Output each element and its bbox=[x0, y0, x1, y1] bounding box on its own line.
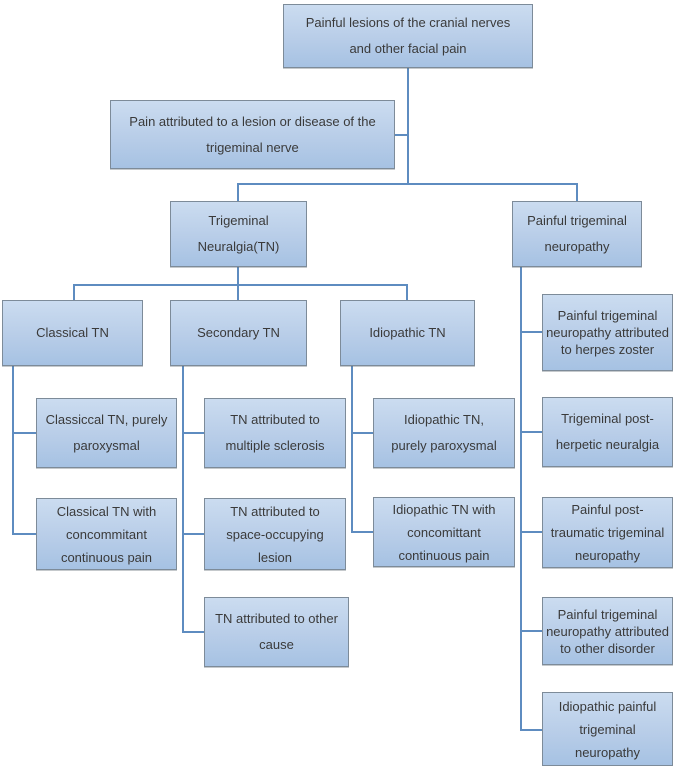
connector-i1-stub bbox=[351, 432, 373, 434]
node-painful-trigeminal-neuropathy-label: Painful trigeminal neuropathy bbox=[527, 213, 627, 254]
node-root: Painful lesions of the cranial nerves an… bbox=[283, 4, 533, 68]
node-classical-tn-label: Classical TN bbox=[36, 325, 109, 340]
connector-classical-trunk bbox=[12, 366, 14, 535]
node-ptn-idiopathic-label: Idiopathic painful trigeminal neuropathy bbox=[558, 698, 657, 760]
node-secondary-other-cause: TN attributed to other cause bbox=[204, 597, 349, 667]
connector-r2-stub bbox=[520, 431, 542, 433]
connector-idiopathic-trunk bbox=[351, 366, 353, 533]
node-classical-continuous: Classical TN with concommitant continuou… bbox=[36, 498, 177, 570]
connector-classical-drop bbox=[73, 284, 75, 300]
node-secondary-space-occupying-label: TN attributed to space-occupying lesion bbox=[226, 503, 324, 565]
connector-c2-stub bbox=[12, 533, 36, 535]
node-secondary-other-cause-label: TN attributed to other cause bbox=[215, 611, 338, 652]
node-idiopathic-tn: Idiopathic TN bbox=[340, 300, 475, 366]
node-idiopathic-continuous: Idiopathic TN with concomittant continuo… bbox=[373, 497, 515, 567]
node-trigeminal-lesion: Pain attributed to a lesion or disease o… bbox=[110, 100, 395, 169]
node-painful-trigeminal-neuropathy: Painful trigeminal neuropathy bbox=[512, 201, 642, 267]
connector-secondary-drop bbox=[237, 284, 239, 300]
connector-root-trunk bbox=[407, 68, 409, 185]
node-idiopathic-paroxysmal-label: Idiopathic TN, purely paroxysmal bbox=[391, 412, 497, 453]
node-ptn-posttraumatic: Painful post-traumatic trigeminal neurop… bbox=[542, 497, 673, 568]
connector-ptn-drop bbox=[576, 183, 578, 201]
connector-level4-horizontal bbox=[73, 284, 408, 286]
node-secondary-space-occupying: TN attributed to space-occupying lesion bbox=[204, 498, 346, 570]
node-ptn-idiopathic: Idiopathic painful trigeminal neuropathy bbox=[542, 692, 673, 766]
node-trigeminal-neuralgia-label: Trigeminal Neuralgia(TN) bbox=[197, 213, 280, 254]
connector-r3-stub bbox=[520, 531, 542, 533]
connector-i2-stub bbox=[351, 531, 373, 533]
connector-r4-stub bbox=[520, 630, 542, 632]
node-idiopathic-paroxysmal: Idiopathic TN, purely paroxysmal bbox=[373, 398, 515, 468]
node-classical-tn: Classical TN bbox=[2, 300, 143, 366]
connector-tn-down bbox=[237, 267, 239, 284]
node-ptn-postherpetic-label: Trigeminal post-herpetic neuralgia bbox=[555, 411, 660, 452]
node-classical-continuous-label: Classical TN with concommitant continuou… bbox=[56, 503, 157, 565]
node-classical-paroxysmal-label: Classiccal TN, purely paroxysmal bbox=[45, 412, 168, 453]
connector-r5-stub bbox=[520, 729, 542, 731]
node-secondary-tn-label: Secondary TN bbox=[197, 325, 280, 340]
node-ptn-postherpetic: Trigeminal post-herpetic neuralgia bbox=[542, 397, 673, 467]
connector-r1-stub bbox=[520, 331, 542, 333]
node-secondary-tn: Secondary TN bbox=[170, 300, 307, 366]
node-ptn-other-disorder: Painful trigeminal neuropathy attributed… bbox=[542, 597, 673, 665]
connector-c1-stub bbox=[12, 432, 36, 434]
node-ptn-other-disorder-label: Painful trigeminal neuropathy attributed… bbox=[546, 606, 669, 656]
node-idiopathic-continuous-label: Idiopathic TN with concomittant continuo… bbox=[392, 501, 496, 563]
node-ptn-herpes-zoster: Painful trigeminal neuropathy attributed… bbox=[542, 294, 673, 371]
node-trigeminal-neuralgia: Trigeminal Neuralgia(TN) bbox=[170, 201, 307, 267]
connector-ptn-trunk bbox=[520, 267, 522, 731]
node-ptn-herpes-zoster-label: Painful trigeminal neuropathy attributed… bbox=[546, 308, 669, 357]
connector-level3-horizontal bbox=[237, 183, 578, 185]
connector-secondary-trunk bbox=[182, 366, 184, 633]
connector-s1-stub bbox=[182, 432, 204, 434]
node-secondary-multiple-sclerosis-label: TN attributed to multiple sclerosis bbox=[225, 412, 325, 453]
node-trigeminal-lesion-label: Pain attributed to a lesion or disease o… bbox=[129, 113, 376, 155]
connector-s3-stub bbox=[182, 631, 204, 633]
node-idiopathic-tn-label: Idiopathic TN bbox=[369, 325, 446, 340]
connector-s2-stub bbox=[182, 533, 204, 535]
node-ptn-posttraumatic-label: Painful post-traumatic trigeminal neurop… bbox=[550, 502, 665, 563]
node-root-label: Painful lesions of the cranial nerves an… bbox=[305, 15, 511, 56]
connector-tn-drop bbox=[237, 183, 239, 201]
node-secondary-multiple-sclerosis: TN attributed to multiple sclerosis bbox=[204, 398, 346, 468]
connector-lesion-stub bbox=[395, 134, 407, 136]
connector-idiopathic-drop bbox=[406, 284, 408, 300]
node-classical-paroxysmal: Classiccal TN, purely paroxysmal bbox=[36, 398, 177, 468]
